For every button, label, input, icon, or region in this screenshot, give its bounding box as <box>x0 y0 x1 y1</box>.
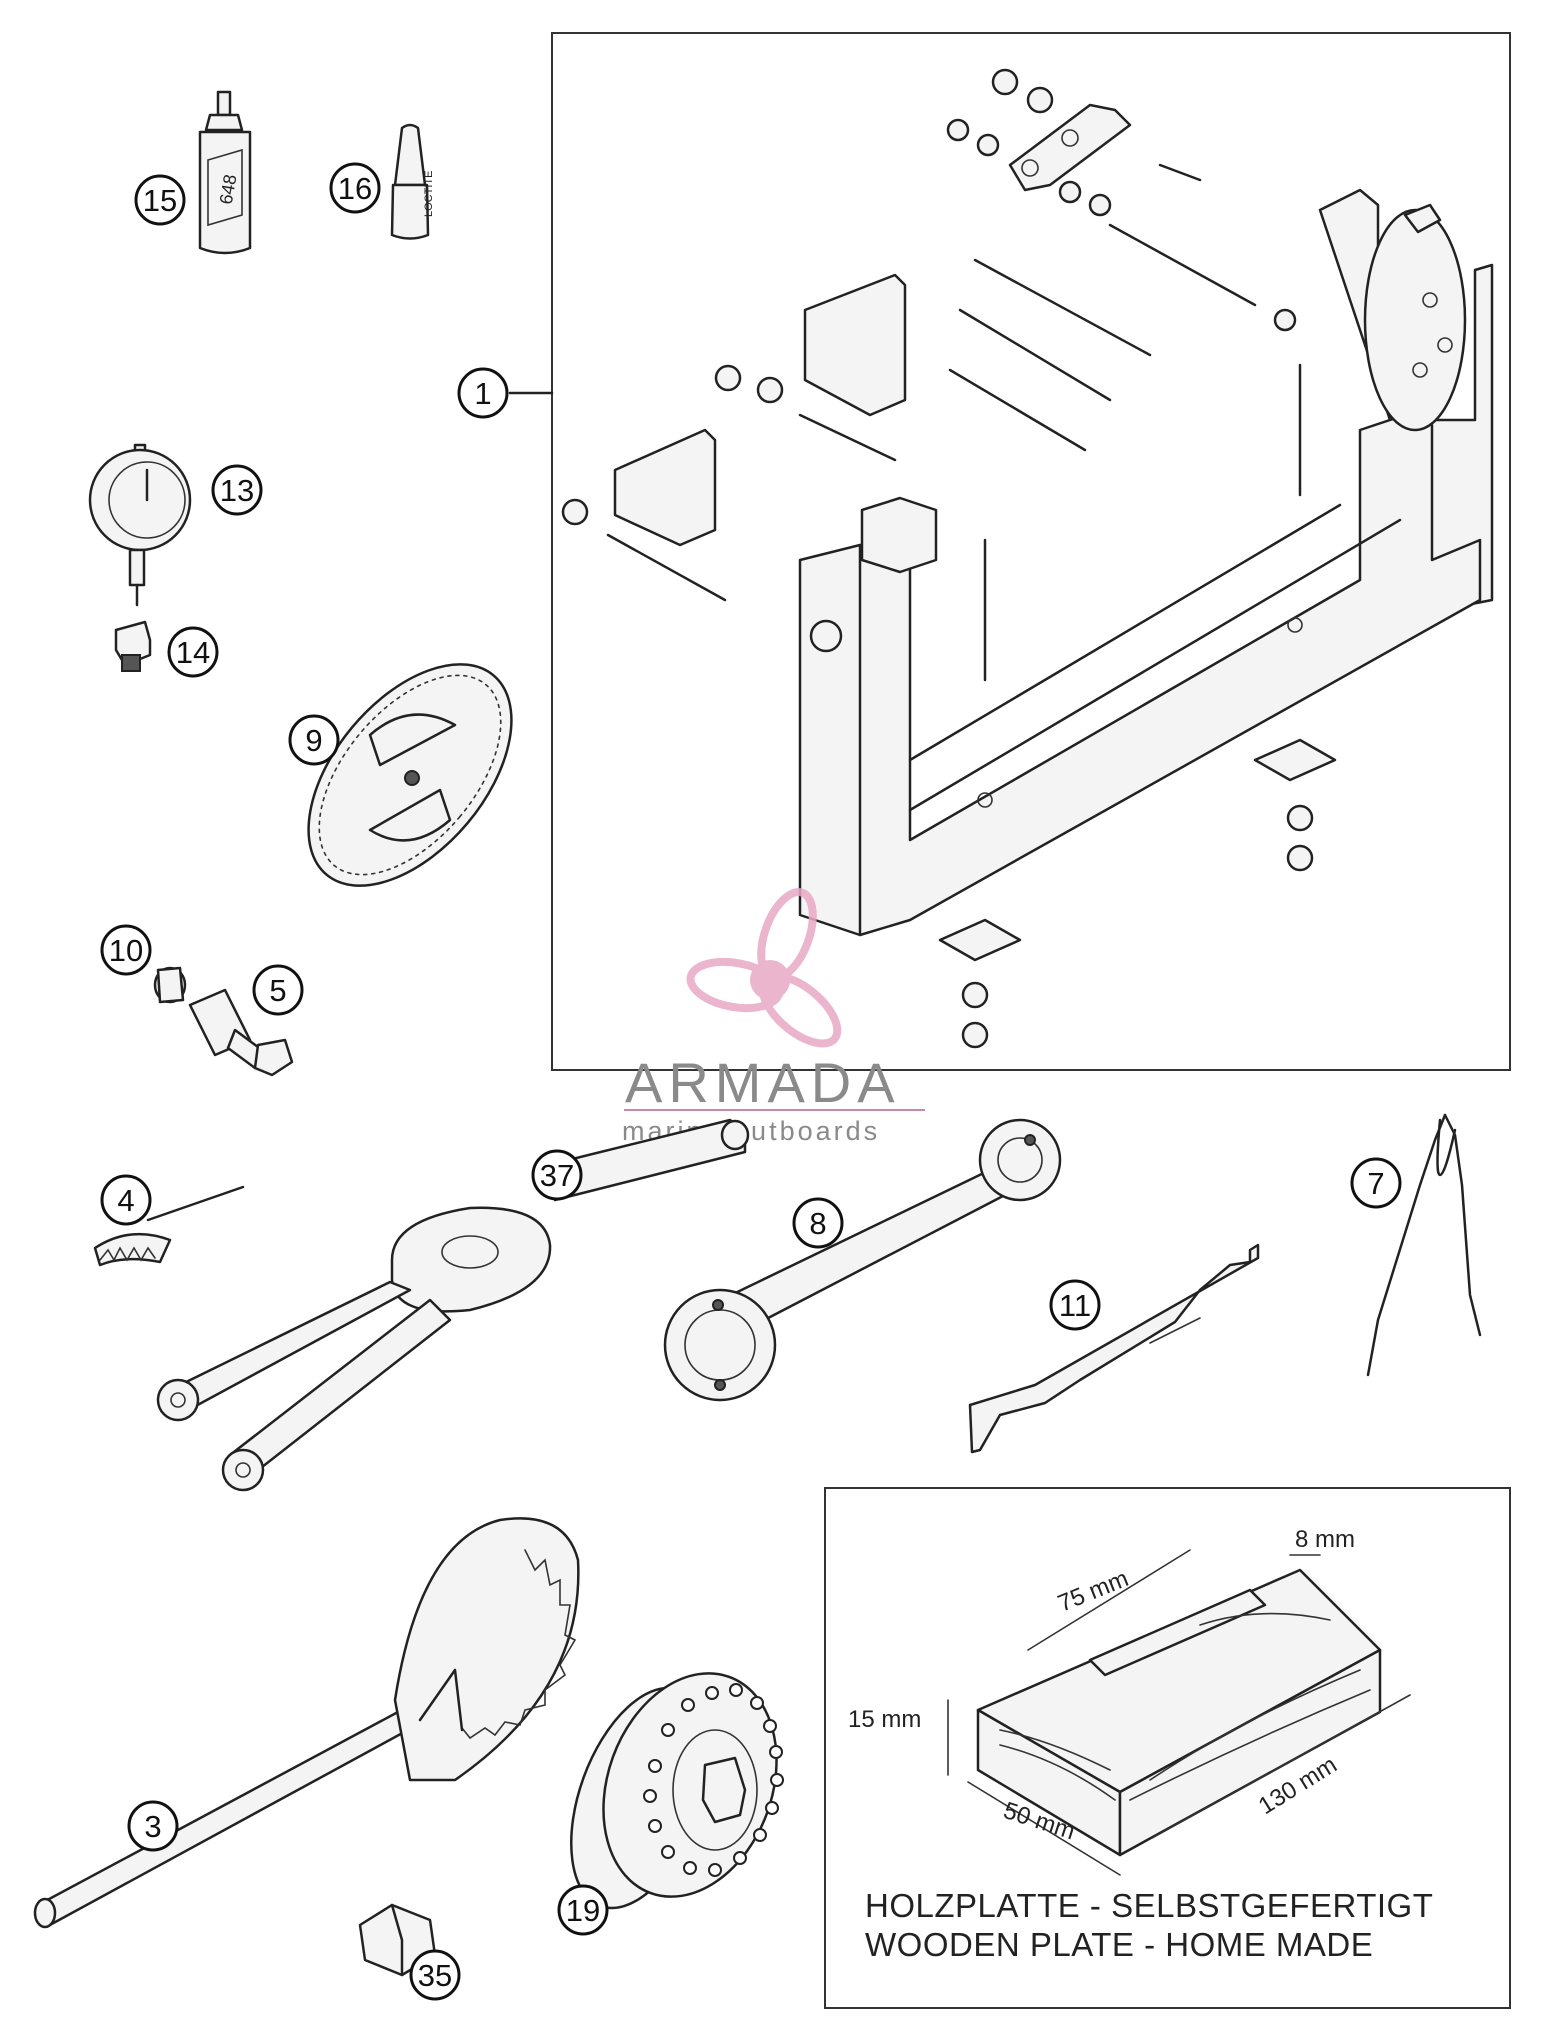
svg-text:15: 15 <box>143 183 177 218</box>
wooden-plate-note-en: WOODEN PLATE - HOME MADE <box>865 1926 1373 1963</box>
callout-15: 15 <box>134 174 186 226</box>
callout-3: 3 <box>127 1800 179 1852</box>
svg-text:8: 8 <box>809 1206 826 1241</box>
watermark-brand: ARMADA <box>625 1051 901 1114</box>
dim-15-mm: 15 mm <box>848 1706 921 1733</box>
callout-5: 5 <box>252 964 304 1016</box>
wooden-plate-frame-box <box>824 1487 1511 2009</box>
callout-8: 8 <box>792 1197 844 1249</box>
callout-14: 14 <box>167 626 219 678</box>
callout-4: 4 <box>100 1174 152 1226</box>
svg-text:1: 1 <box>474 376 491 411</box>
svg-text:3: 3 <box>144 1809 161 1844</box>
svg-text:11: 11 <box>1059 1288 1091 1323</box>
svg-text:35: 35 <box>418 1958 452 1993</box>
callout-19: 19 <box>557 1884 609 1936</box>
sleeve-part-10 <box>153 966 187 1004</box>
puller-bolt-part-5 <box>188 988 294 1077</box>
gauge-adapter-part-14 <box>114 620 152 672</box>
svg-text:37: 37 <box>540 1158 574 1193</box>
callout-37: 37 <box>531 1149 583 1201</box>
svg-text:10: 10 <box>109 933 143 968</box>
feeler-gauge-part-11 <box>968 1243 1260 1454</box>
flywheel-puller-part-19 <box>570 1672 784 1910</box>
svg-text:5: 5 <box>269 973 286 1008</box>
propeller-icon <box>686 888 842 1048</box>
callout-7: 7 <box>1350 1157 1402 1209</box>
feeler-tool-part-4 <box>93 1185 245 1267</box>
svg-text:7: 7 <box>1367 1166 1384 1201</box>
wooden-plate-drawing <box>947 1549 1411 1876</box>
dial-gauge-part-13 <box>88 443 192 607</box>
svg-text:13: 13 <box>220 473 254 508</box>
threadlocker-bottle-part-15: 648 <box>198 90 252 255</box>
clutch-holder-part-3 <box>33 1517 580 1929</box>
bottle-16-label: LOCTITE <box>423 171 435 217</box>
svg-text:16: 16 <box>338 171 372 206</box>
callout-13: 13 <box>211 464 263 516</box>
svg-text:19: 19 <box>566 1893 600 1928</box>
callout-11: 11 <box>1049 1279 1101 1331</box>
wooden-plate-note-de: HOLZPLATTE - SELBSTGEFERTIGT <box>865 1887 1433 1924</box>
callout-35: 35 <box>409 1949 461 2001</box>
small-adhesive-bottle-part-16: LOCTITE <box>390 123 435 240</box>
circlip-pliers-part-7 <box>1366 1113 1482 1377</box>
svg-text:4: 4 <box>117 1183 134 1218</box>
degree-disc-part-9 <box>307 663 513 887</box>
callout-16: 16 <box>329 162 381 214</box>
callout-9: 9 <box>288 714 340 766</box>
callout-1: 1 <box>457 367 509 419</box>
crankcase-splitter-part-37 <box>156 1118 750 1492</box>
armada-watermark-logo: ARMADA marine outboards <box>622 888 925 1146</box>
engine-stand-part-1 <box>561 68 1494 1049</box>
dim-8-mm: 8 mm <box>1295 1526 1355 1553</box>
part-1-frame-box <box>551 32 1511 1071</box>
svg-text:9: 9 <box>305 723 322 758</box>
svg-text:14: 14 <box>176 635 210 670</box>
callout-10: 10 <box>100 924 152 976</box>
holding-wrench-part-8 <box>663 1118 1062 1402</box>
